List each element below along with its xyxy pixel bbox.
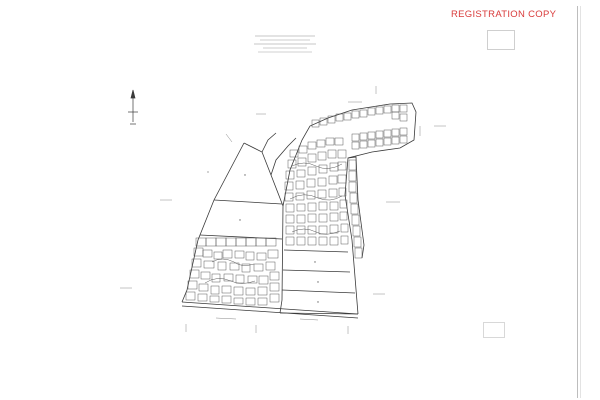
parcel-boundary [181, 102, 417, 319]
registration-copy-stamp: REGISTRATION COPY [451, 9, 557, 20]
sheet-edge-line [577, 6, 578, 398]
lot-row-top-right [311, 104, 408, 150]
seal-box-lower [483, 322, 505, 338]
lot-number-marks [207, 171, 319, 303]
faint-title-block [250, 33, 320, 55]
lot-cluster-right [284, 137, 349, 246]
road-labels [120, 86, 446, 334]
lot-strip-right [348, 159, 363, 259]
seal-box [487, 30, 515, 50]
sheet-edge-line-2 [580, 6, 581, 398]
lot-cluster-left [185, 237, 280, 306]
north-arrow-icon [128, 89, 138, 125]
